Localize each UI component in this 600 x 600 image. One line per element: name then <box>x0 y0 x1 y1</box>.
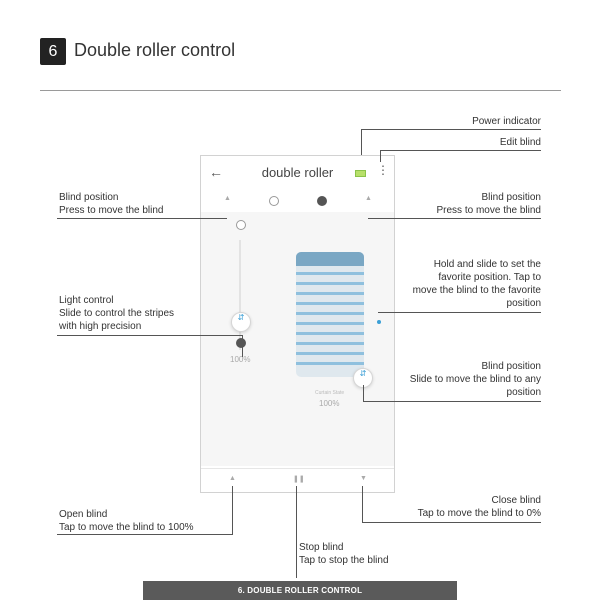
callout-slide: Blind position Slide to move the blind t… <box>409 361 541 398</box>
blind-state-caption: Curtain State <box>315 390 345 396</box>
callout-edit: Edit blind <box>499 137 541 148</box>
callout-open: Open blind Tap to move the blind to 100% <box>59 509 194 533</box>
blind-position-knob[interactable]: ⇵ <box>353 368 373 388</box>
blind-head-rail <box>296 252 364 266</box>
blind-stripe <box>296 312 364 315</box>
callout-favorite: Hold and slide to set the favorite posit… <box>412 259 541 309</box>
blind-percent: 100% <box>319 399 340 408</box>
blind-stripe <box>296 332 364 335</box>
blind-position-strip: ▲ ▲ <box>201 190 394 212</box>
callout-line-close <box>362 522 541 523</box>
callout-line-light <box>57 335 242 336</box>
app-bar: ← double roller ⋮ <box>201 156 394 190</box>
callout-line-close <box>362 486 363 522</box>
blind-stripe <box>296 342 364 345</box>
blind-stripe <box>296 302 364 305</box>
callout-line-slide <box>363 385 364 401</box>
callout-line-blind-left <box>57 218 227 219</box>
callout-blind-right: Blind position Press to move the blind <box>436 192 542 216</box>
light-max-icon <box>236 220 246 230</box>
sun-light-icon[interactable] <box>269 196 279 206</box>
section-number: 6 <box>40 38 66 65</box>
close-blind-icon[interactable]: ▼ <box>360 475 367 482</box>
callout-line-slide <box>363 401 541 402</box>
open-blind-icon[interactable]: ▲ <box>229 475 236 482</box>
callout-line-open <box>57 534 233 535</box>
more-menu-icon[interactable]: ⋮ <box>377 163 389 177</box>
battery-icon <box>355 170 366 177</box>
blind-stripe <box>296 292 364 295</box>
light-slider-knob[interactable]: ⇵ <box>231 312 251 332</box>
callout-power: Power indicator <box>472 116 541 127</box>
blind-stripe <box>296 322 364 325</box>
footer-section-label: 6. DOUBLE ROLLER CONTROL <box>143 581 457 600</box>
callout-line-open <box>232 486 233 534</box>
blind-stripe <box>296 272 364 275</box>
light-slider-track[interactable] <box>239 240 241 350</box>
callout-blind-left: Blind position Press to move the blind <box>59 192 164 216</box>
blind-stripe <box>296 362 364 365</box>
light-min-icon <box>236 338 246 348</box>
callout-light: Light control Slide to control the strip… <box>59 295 175 332</box>
blind-stripe <box>296 352 364 355</box>
header-divider <box>40 90 561 91</box>
bottom-controls: ▲ ❚❚ ▼ <box>201 468 394 492</box>
back-arrow-icon[interactable]: ← <box>209 164 223 180</box>
callout-line-power <box>361 129 541 130</box>
callout-line-power <box>361 129 362 155</box>
pause-icon[interactable]: ❚❚ <box>293 476 305 483</box>
callout-line-stop <box>296 486 297 578</box>
blind-stripe <box>296 282 364 285</box>
app-title: double roller <box>261 165 334 180</box>
callout-close: Close blind Tap to move the blind to 0% <box>417 495 541 519</box>
blind-up-left-icon[interactable]: ▲ <box>224 195 231 202</box>
blind-visual[interactable] <box>296 252 364 377</box>
callout-line-edit <box>380 150 381 162</box>
callout-line-blind-right <box>368 218 541 219</box>
callout-line-light <box>242 335 243 357</box>
blind-up-right-icon[interactable]: ▲ <box>365 195 372 202</box>
sun-dark-icon[interactable] <box>317 196 327 206</box>
section-title: Double roller control <box>74 40 236 60</box>
callout-line-edit <box>380 150 541 151</box>
callout-line-favorite <box>378 312 541 313</box>
control-area: ⇵ 100% ⇵ Curtain State 100% <box>201 212 394 466</box>
phone-screen: ← double roller ⋮ ▲ ▲ ⇵ 100% ⇵ <box>200 155 395 493</box>
callout-stop: Stop blind Tap to stop the blind <box>299 542 389 566</box>
favorite-position-dot[interactable] <box>377 320 381 324</box>
light-percent: 100% <box>230 355 251 364</box>
